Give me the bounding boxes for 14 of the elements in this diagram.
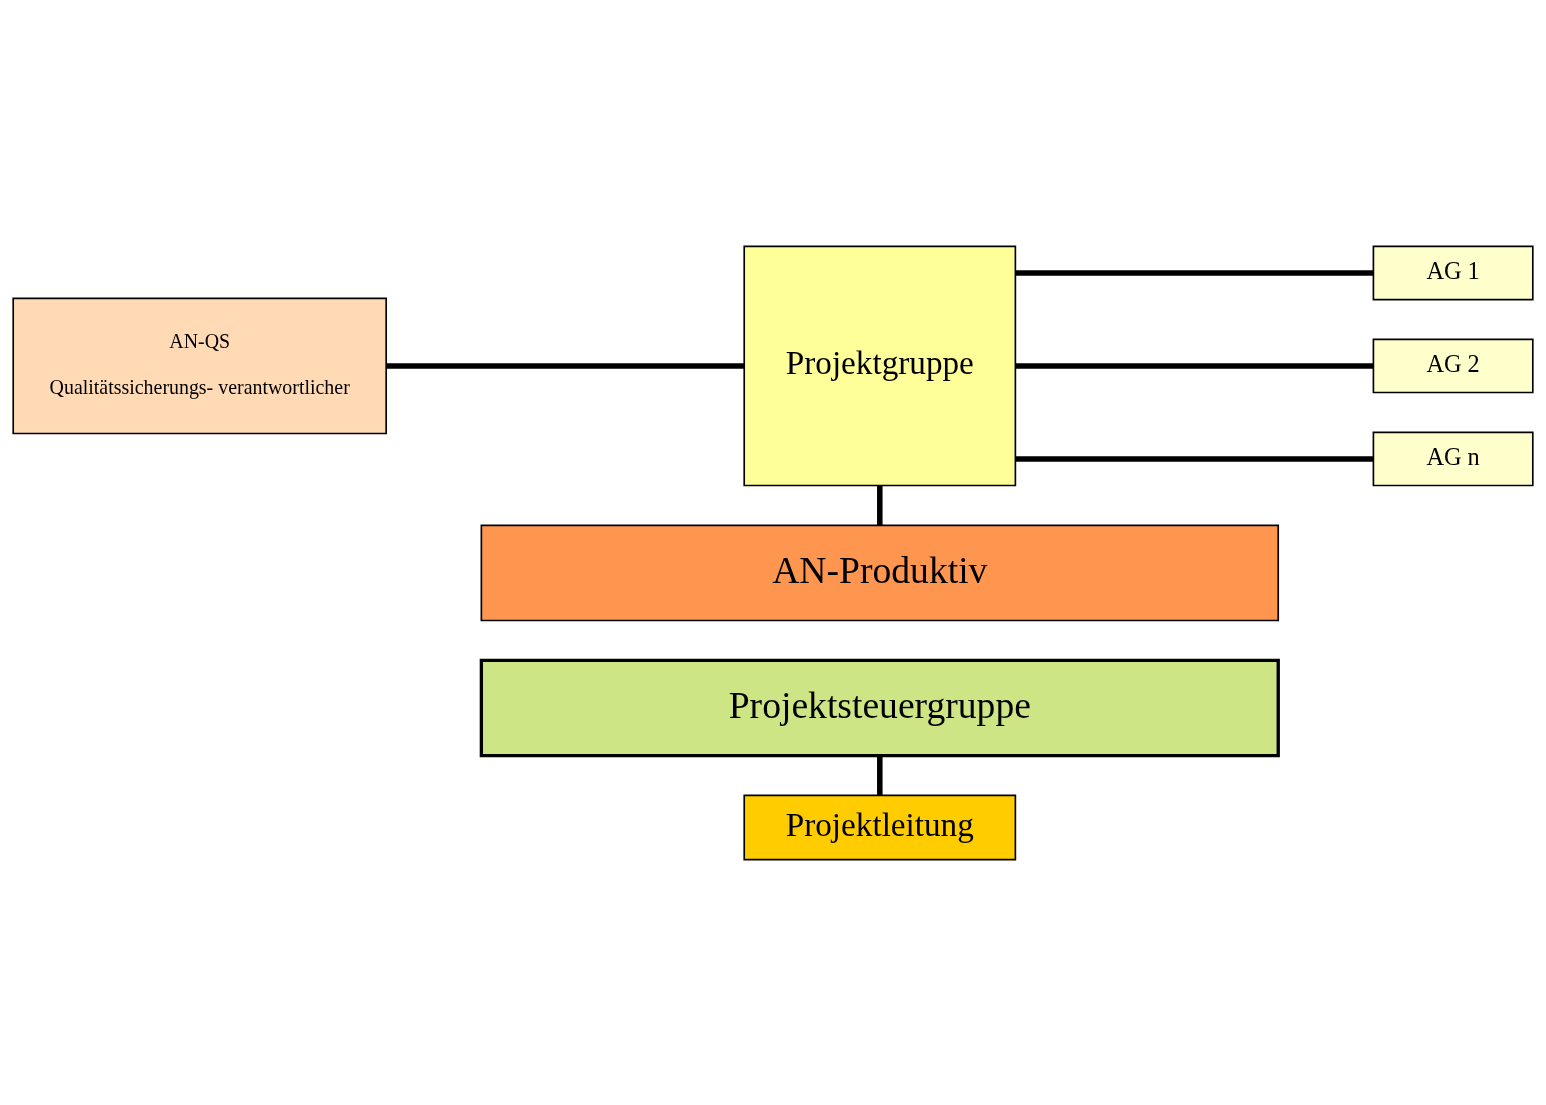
node-box: Projektleitung (743, 794, 1017, 860)
connector (1015, 455, 1373, 462)
node-box: AG 1 (1372, 245, 1534, 300)
connector (877, 485, 883, 525)
node-box: Projektsteuergruppe (479, 658, 1280, 757)
node-box: Projektgruppe (743, 245, 1017, 486)
connector (386, 362, 745, 369)
node-box: AG n (1372, 431, 1534, 486)
connector (1015, 269, 1373, 276)
connector (1015, 362, 1373, 369)
node-box: AN-Produktiv (480, 524, 1280, 621)
connector (877, 755, 883, 795)
node-box: AG 2 (1372, 338, 1534, 393)
node-box: AN-QS Qualitätssicherungs- verantwortlicher (12, 297, 387, 434)
